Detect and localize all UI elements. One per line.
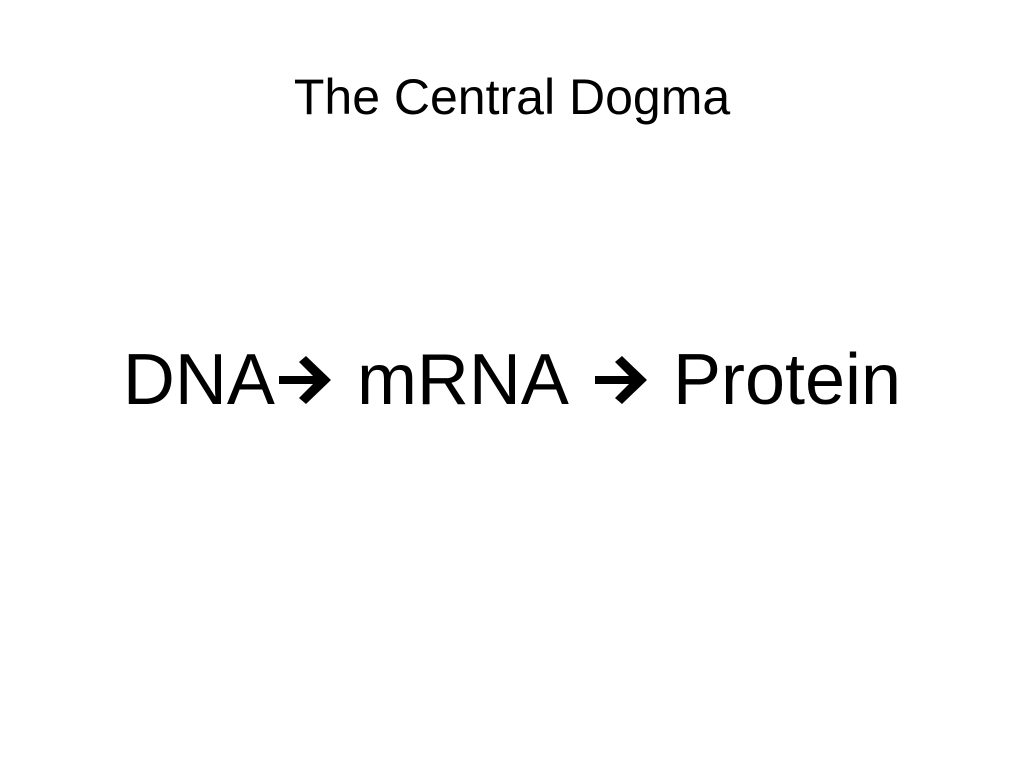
slide-title: The Central Dogma: [293, 69, 731, 125]
right-arrow-icon: [591, 352, 651, 408]
term-protein: Protein: [672, 339, 902, 420]
term-mrna: mRNA: [356, 339, 569, 420]
term-dna: DNA: [122, 339, 275, 420]
central-dogma-flow: DNA mRNA Protein: [0, 330, 1024, 425]
right-arrow-icon: [275, 352, 335, 408]
